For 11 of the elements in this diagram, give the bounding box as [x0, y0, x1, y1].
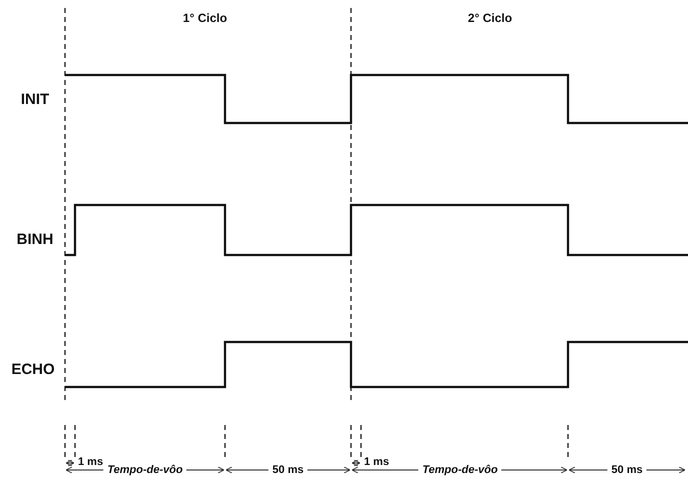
dimension-label: Tempo-de-vôo	[103, 464, 187, 476]
dimension-label: Tempo-de-vôo	[418, 464, 502, 476]
signal-name: ECHO	[11, 362, 55, 377]
cycle-title: 1° Ciclo	[182, 12, 228, 24]
signal-name: INIT	[20, 92, 50, 107]
dimension-label: 1 ms	[364, 457, 390, 468]
dimension-label: 50 ms	[268, 464, 308, 476]
cycle-title: 2° Ciclo	[468, 12, 512, 24]
dimension-label: 1 ms	[78, 457, 104, 468]
signal-name: BINH	[16, 232, 54, 247]
dimension-label: 50 ms	[607, 464, 647, 476]
